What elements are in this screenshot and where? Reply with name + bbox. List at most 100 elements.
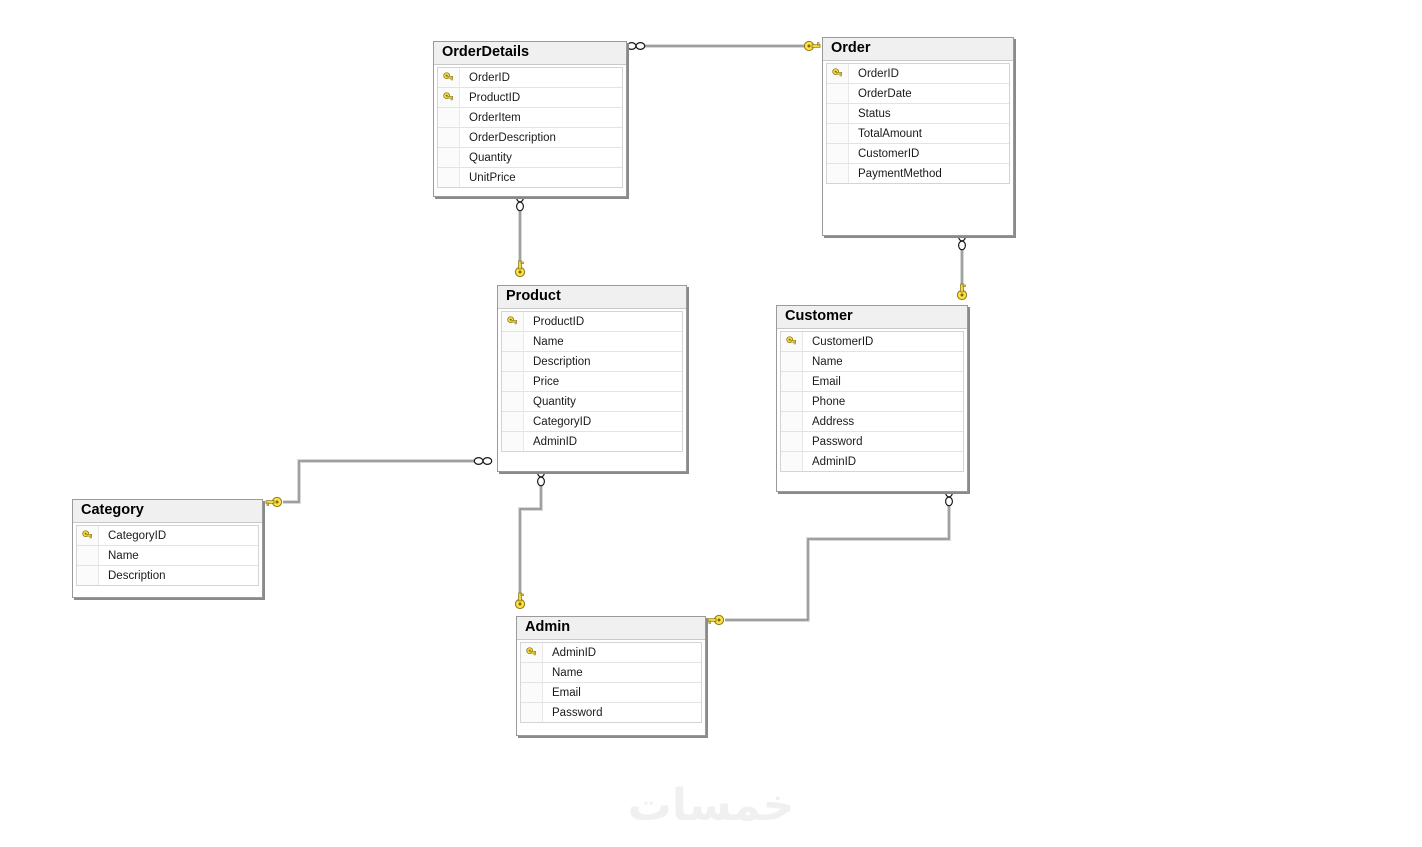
field-marker-empty [77, 566, 99, 585]
field-name: Name [552, 666, 583, 679]
field-row[interactable]: CustomerID [827, 144, 1009, 164]
field-marker-empty [502, 412, 524, 431]
field-marker-empty [521, 703, 543, 722]
entity-empty-space [498, 455, 686, 640]
field-marker-empty [438, 128, 460, 147]
field-row[interactable]: Email [521, 683, 701, 703]
field-name: Phone [812, 395, 846, 408]
field-row[interactable]: OrderID [438, 68, 622, 88]
field-name: CategoryID [108, 529, 167, 542]
field-row[interactable]: Quantity [438, 148, 622, 168]
field-row[interactable]: Name [521, 663, 701, 683]
field-row[interactable]: ProductID [502, 312, 682, 332]
field-row[interactable]: OrderID [827, 64, 1009, 84]
entity-title-admin: Admin [517, 617, 705, 640]
field-row[interactable]: Name [502, 332, 682, 352]
primary-key-icon [521, 643, 543, 662]
field-row[interactable]: TotalAmount [827, 124, 1009, 144]
field-name: TotalAmount [858, 127, 922, 140]
field-name: CategoryID [533, 415, 592, 428]
field-marker-empty [781, 412, 803, 431]
field-name: AdminID [533, 435, 578, 448]
field-row[interactable]: UnitPrice [438, 168, 622, 188]
field-row[interactable]: AdminID [781, 452, 963, 472]
field-row[interactable]: OrderDescription [438, 128, 622, 148]
field-row[interactable]: Address [781, 412, 963, 432]
field-marker-empty [502, 372, 524, 391]
field-name: AdminID [812, 455, 857, 468]
field-row[interactable]: Name [77, 546, 258, 566]
field-name: ProductID [469, 91, 521, 104]
field-name: CustomerID [858, 147, 920, 160]
field-marker-empty [438, 148, 460, 167]
field-row[interactable]: Name [781, 352, 963, 372]
entity-title-order: Order [823, 38, 1013, 61]
entity-empty-space [73, 589, 262, 686]
field-row[interactable]: AdminID [521, 643, 701, 663]
field-row[interactable]: CustomerID [781, 332, 963, 352]
cardinality-one-key-icon [265, 496, 283, 508]
field-row[interactable]: Password [781, 432, 963, 452]
field-name: CustomerID [812, 335, 874, 348]
field-marker-empty [502, 432, 524, 451]
field-name: Name [812, 355, 843, 368]
field-row[interactable]: Quantity [502, 392, 682, 412]
connector-line-rel-product-category[interactable] [283, 460, 487, 503]
field-row[interactable]: Price [502, 372, 682, 392]
field-marker-empty [781, 432, 803, 451]
field-name: Status [858, 107, 891, 120]
field-marker-empty [438, 108, 460, 127]
entity-title-orderdetails: OrderDetails [434, 42, 626, 65]
field-name: OrderID [858, 67, 899, 80]
field-name: Address [812, 415, 855, 428]
field-row[interactable]: Phone [781, 392, 963, 412]
field-marker-empty [827, 164, 849, 183]
field-name: Quantity [469, 151, 512, 164]
field-name: OrderID [469, 71, 510, 84]
field-name: Email [552, 686, 581, 699]
field-row[interactable]: Description [77, 566, 258, 586]
field-row[interactable]: PaymentMethod [827, 164, 1009, 184]
watermark-khamsat: خمسات [627, 780, 795, 831]
field-name: Description [533, 355, 591, 368]
primary-key-icon [77, 526, 99, 545]
entity-title-customer: Customer [777, 306, 967, 329]
field-row[interactable]: OrderDate [827, 84, 1009, 104]
field-row[interactable]: Email [781, 372, 963, 392]
field-name: OrderDescription [469, 131, 556, 144]
field-name: PaymentMethod [858, 167, 942, 180]
connector-shadow [283, 459, 487, 504]
field-marker-empty [781, 452, 803, 471]
field-name: Email [812, 375, 841, 388]
field-row[interactable]: AdminID [502, 432, 682, 452]
field-name: Price [533, 375, 560, 388]
entity-title-category: Category [73, 500, 262, 523]
field-row[interactable]: Description [502, 352, 682, 372]
field-name: OrderItem [469, 111, 521, 124]
cardinality-many-icon [626, 41, 646, 51]
field-row[interactable]: Password [521, 703, 701, 723]
field-marker-empty [77, 546, 99, 565]
field-row[interactable]: Status [827, 104, 1009, 124]
field-row[interactable]: CategoryID [77, 526, 258, 546]
field-marker-empty [502, 392, 524, 411]
field-marker-empty [827, 124, 849, 143]
field-row[interactable]: OrderItem [438, 108, 622, 128]
field-row[interactable]: ProductID [438, 88, 622, 108]
field-name: ProductID [533, 315, 585, 328]
primary-key-icon [438, 88, 460, 107]
field-row[interactable]: CategoryID [502, 412, 682, 432]
primary-key-icon [438, 68, 460, 87]
